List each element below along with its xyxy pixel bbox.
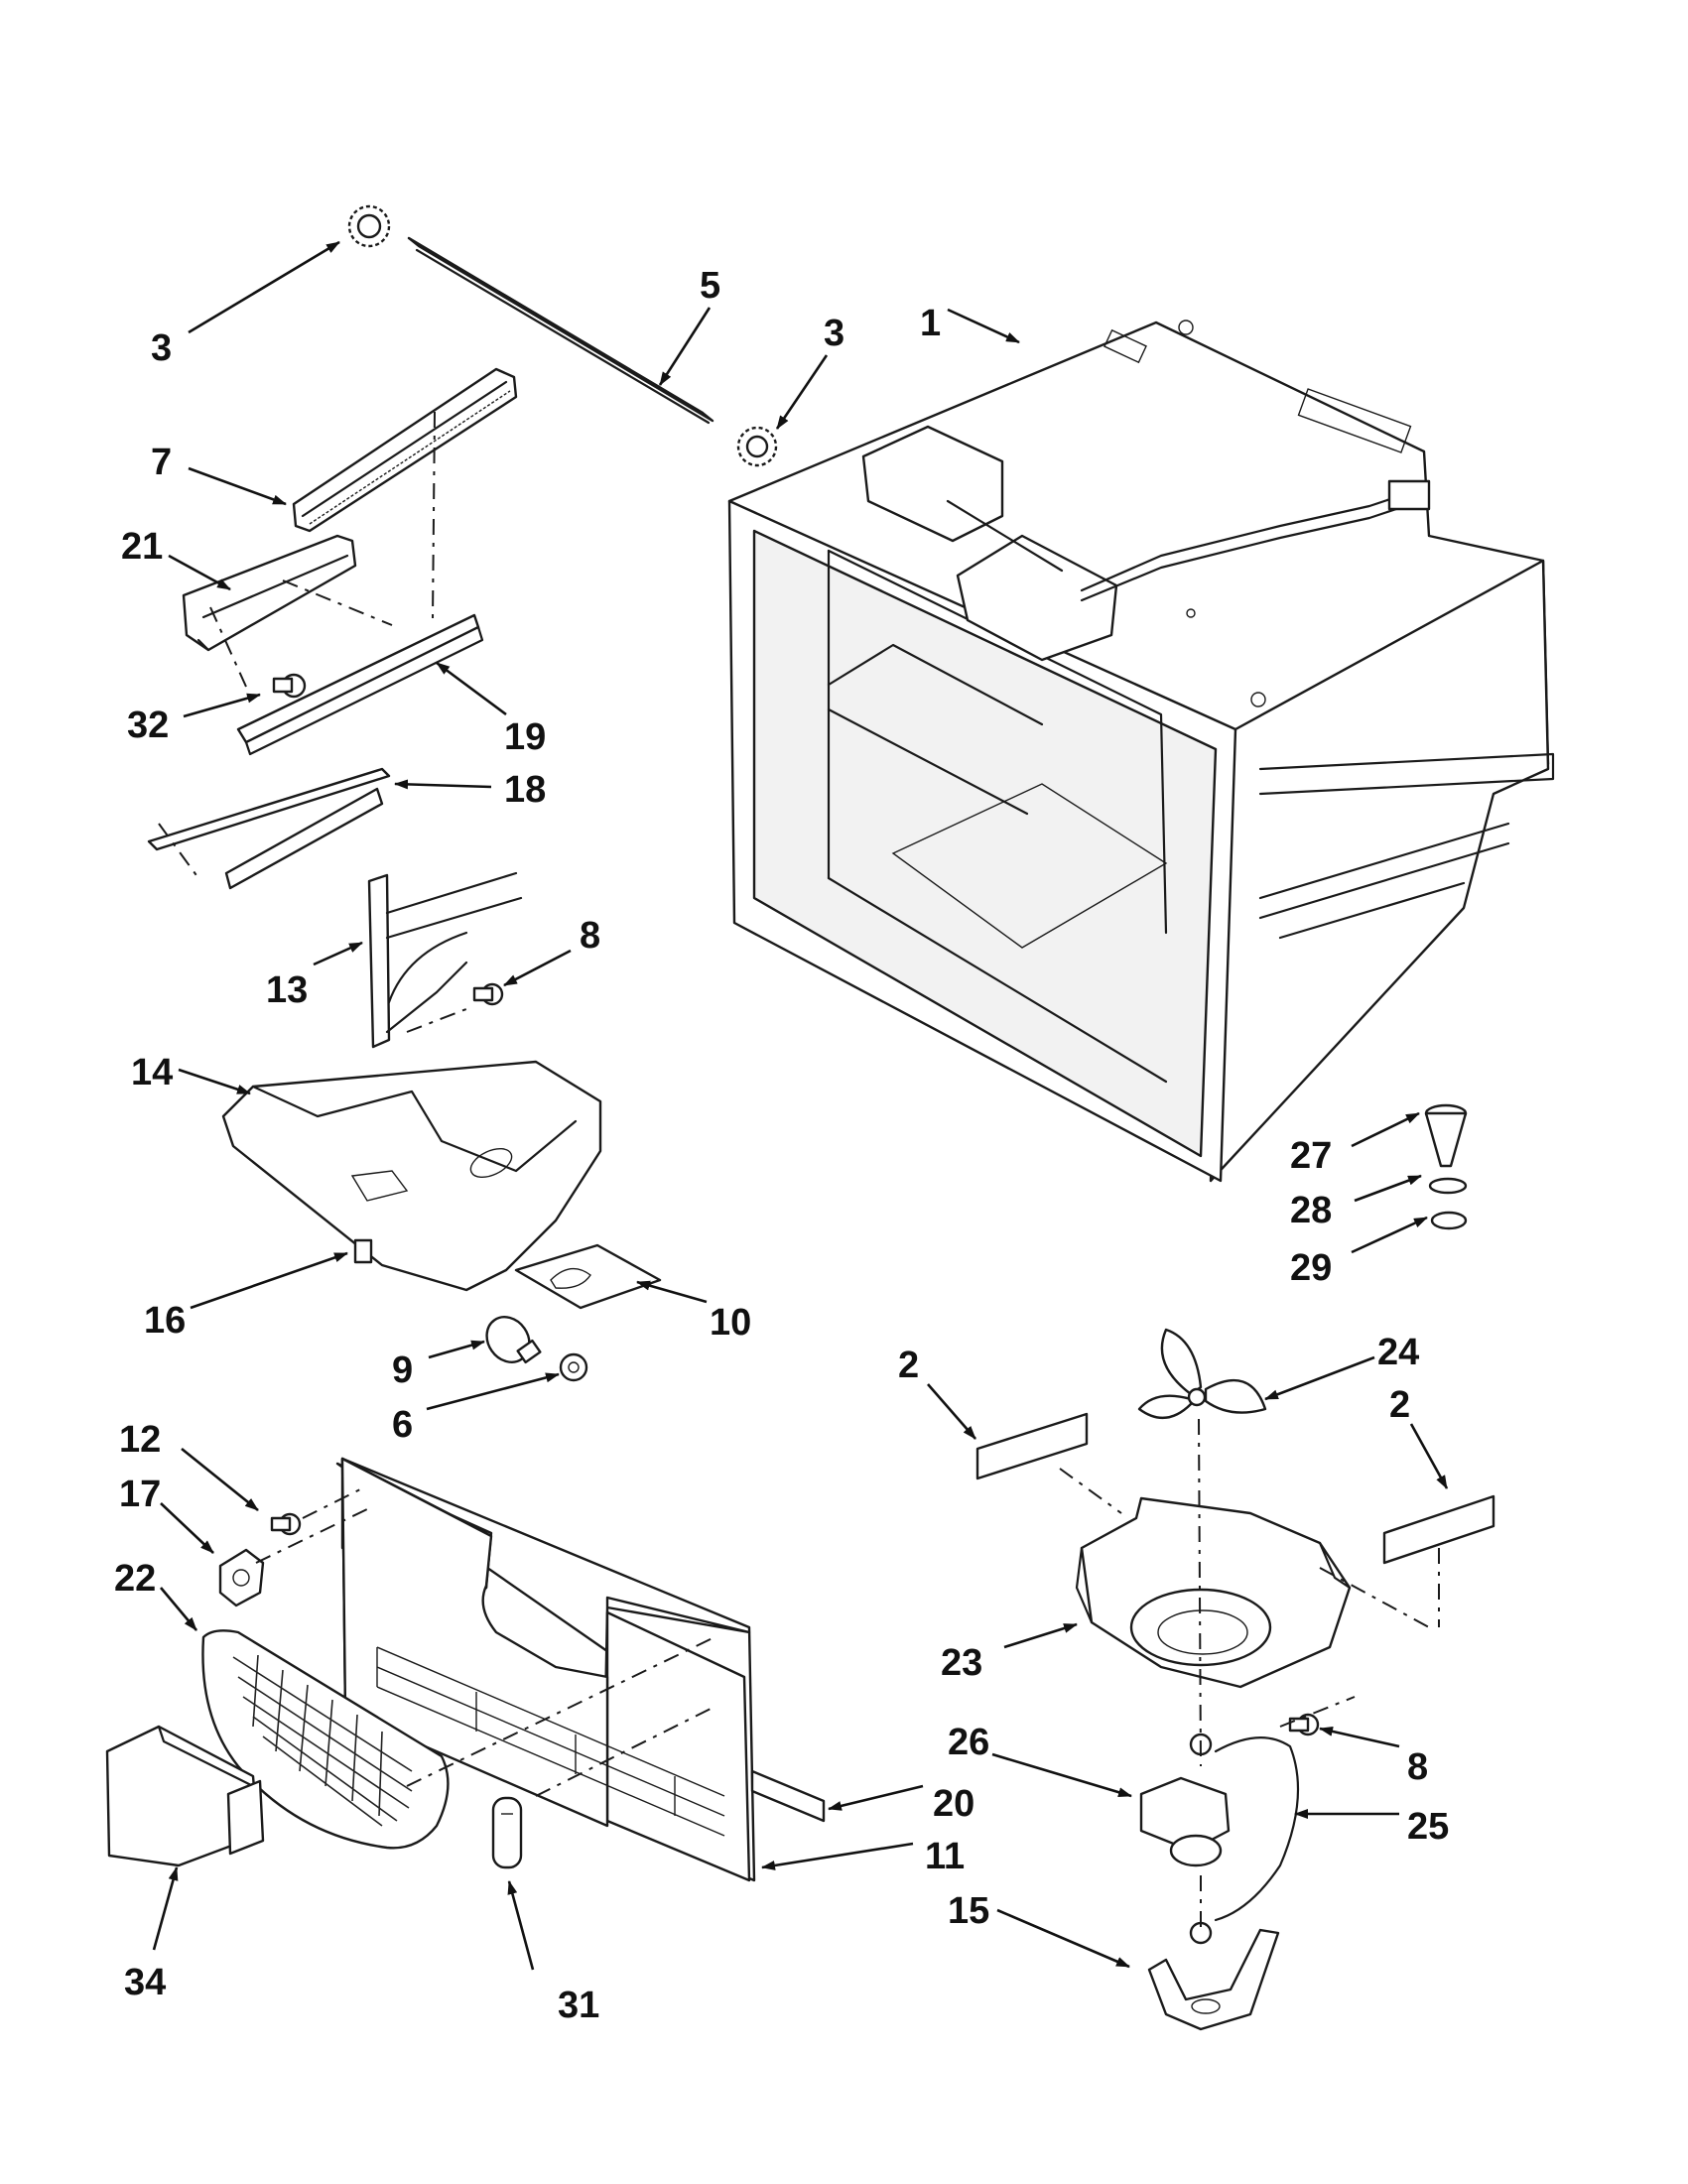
part-9-bulb	[485, 1316, 542, 1364]
callout-25: 25	[1407, 1806, 1449, 1848]
part-11-rear-panel	[335, 1457, 756, 1882]
part-14-cover	[221, 1060, 602, 1292]
callout-15: 15	[948, 1890, 989, 1932]
part-25-wire	[1214, 1736, 1300, 1922]
callout-34: 34	[124, 1962, 166, 2003]
part-22-grille	[201, 1629, 450, 1850]
callout-1: 1	[920, 303, 941, 344]
callout-labels: 3 5 3 1 7 21 32 19 18 13 8 14 27 28 29 1…	[114, 265, 1449, 2026]
part-13-bracket	[367, 871, 523, 1049]
part-16-clip	[353, 1238, 373, 1264]
part-34-cover	[105, 1725, 265, 1867]
callout-17: 17	[119, 1474, 161, 1515]
part-32-screw	[272, 673, 307, 699]
callout-5: 5	[700, 265, 720, 307]
part-24-fan-blade	[1137, 1328, 1267, 1419]
callout-20: 20	[933, 1783, 974, 1825]
callout-3-top: 3	[151, 327, 172, 369]
callout-32: 32	[127, 705, 169, 746]
part-10-sheet	[514, 1243, 662, 1310]
callout-21: 21	[121, 526, 163, 568]
part-7-slide-rail	[292, 367, 518, 533]
part-31-damper	[491, 1796, 523, 1869]
part-18-rail	[147, 767, 391, 890]
callout-18: 18	[504, 769, 546, 811]
callout-29: 29	[1290, 1247, 1332, 1289]
callout-27: 27	[1290, 1135, 1332, 1177]
part-1-freezer-liner	[727, 320, 1555, 1183]
callout-13: 13	[266, 969, 308, 1011]
callout-2-right: 2	[1389, 1384, 1410, 1426]
part-17-light-socket	[218, 1548, 265, 1607]
part-8-screw-top	[472, 982, 504, 1006]
part-3-gear-top	[347, 204, 391, 248]
part-19-long-rail	[236, 613, 484, 756]
part-15-motor-bracket	[1147, 1921, 1280, 2031]
alignment-lines	[158, 411, 1440, 1935]
callout-31: 31	[558, 1985, 599, 2026]
callout-12: 12	[119, 1419, 161, 1461]
callout-22: 22	[114, 1558, 156, 1600]
part-23-fan-shroud	[1075, 1496, 1352, 1689]
part-28-ring	[1428, 1177, 1468, 1195]
callout-14: 14	[131, 1052, 173, 1093]
callout-7: 7	[151, 442, 172, 483]
part-21-bracket	[182, 534, 357, 652]
part-2-gasket-left	[975, 1412, 1089, 1480]
callout-3-right: 3	[824, 313, 844, 354]
callout-19: 19	[504, 716, 546, 758]
part-3-gear-right	[736, 426, 778, 467]
callout-9: 9	[392, 1349, 413, 1391]
callout-28: 28	[1290, 1190, 1332, 1231]
callout-8-bottom: 8	[1407, 1746, 1428, 1788]
part-6-socket	[559, 1352, 588, 1382]
callout-6: 6	[392, 1404, 413, 1446]
part-5-rod	[407, 236, 714, 425]
callout-16: 16	[144, 1300, 186, 1342]
part-20-seal-strip	[750, 1769, 826, 1823]
callout-24: 24	[1377, 1332, 1419, 1373]
callout-11: 11	[925, 1836, 965, 1877]
callout-8-top: 8	[580, 915, 600, 957]
callout-arrows	[152, 240, 1449, 1971]
callout-23: 23	[941, 1642, 982, 1684]
part-12-screw	[270, 1512, 302, 1536]
part-27-cup	[1424, 1103, 1468, 1168]
callout-26: 26	[948, 1722, 989, 1763]
part-2-gasket-right	[1382, 1494, 1495, 1565]
callout-10: 10	[710, 1302, 751, 1344]
part-29-plug	[1430, 1211, 1468, 1230]
callout-2-left: 2	[898, 1345, 919, 1386]
part-26-fan-motor	[1139, 1733, 1231, 1867]
